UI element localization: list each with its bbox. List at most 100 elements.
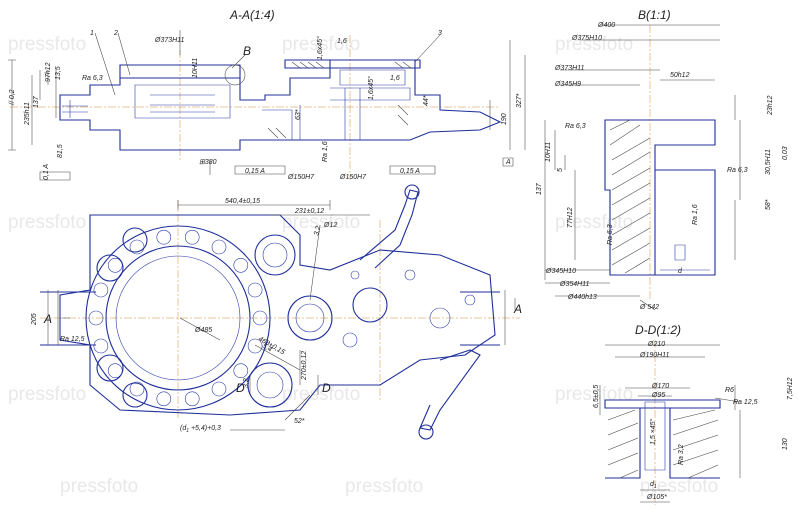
dim-52: 52* [294,418,305,425]
arm-pivot [404,184,420,200]
hole [122,382,148,408]
section-mark-d-right: D [322,381,331,395]
dim-d: d [678,268,683,275]
dim-d95: Ø95 [651,392,665,399]
dim-327: 327* [516,93,523,108]
dim-44: 44* [423,95,430,106]
snap-ring [660,244,710,271]
dim-23h12: 23h12 [767,95,774,116]
hatch [267,61,412,139]
dim-5-4: 5,4 [261,343,273,354]
gear-hole [429,307,451,329]
dim-5: 5 [557,168,564,172]
dim-r16a: 1,6 [337,38,347,45]
gear-hole [404,269,416,281]
watermark: pressfoto [345,476,423,497]
section-dd-view: Ø210 Ø190H11 6,5±0,5 Ø170 Ø95 R6 Ra 12,5… [593,340,794,505]
dim-540-4: 540,4±0,15 [225,198,260,205]
dim-30-5h11: 30,5H11 [765,149,772,175]
race-lines [150,94,215,113]
roller [184,391,200,407]
dim-58: 58* [765,199,772,210]
bearing-cap [119,64,241,78]
dim-137: 137 [536,182,543,195]
roller [184,229,200,245]
dimension-lines [544,24,741,311]
dim-chamfer-b: 1,6x45° [367,76,375,100]
dim-r16c: 1,6 [390,75,400,82]
housing-outline [59,59,502,151]
shaft-hole [287,295,333,341]
dim-r6: R6 [725,387,734,394]
inner-ring [105,245,251,391]
dim-d354h11: Ø354H11 [559,281,590,288]
dim-d1: d1 [650,481,657,490]
dim-ra12-5: Ra 12,5 [60,336,85,343]
dim-ra63: Ra 6,3 [82,75,103,82]
roller [233,363,249,379]
dim-ra63b: Ra 6,3 [727,167,748,174]
dim-d542: Ø 542 [639,304,659,311]
lower-arm [419,349,481,431]
section-title-aa: A-A(1:4) [229,8,275,22]
dim-7-5h12: 7,5H12 [787,377,794,400]
dim-235h11: 235h11 [24,102,31,126]
tol-015a: 0,15 A [245,168,265,175]
detail-b-label: B [243,44,251,58]
watermark: pressfoto [555,34,633,55]
dimension-lines [47,200,370,431]
roller [233,257,249,273]
dim-d150h7b: Ø150H7 [339,174,367,181]
dim-3-2: 3,2 [313,225,322,236]
gear-hole [350,270,360,280]
dim-d373h11: Ø373H11 [554,65,585,72]
hole [96,354,124,382]
boss-section [605,407,720,479]
bearing-boss-bore [256,371,284,399]
dim-chamfer-a: 1,6x45° [316,36,324,60]
dim-81-5: 81,5 [57,144,64,158]
watermark: pressfoto [282,212,360,233]
roller [252,310,268,326]
roller [88,310,104,326]
tol-003: 0,03 [782,146,789,160]
roller [211,239,227,255]
bearing-boss [254,234,296,276]
dim-205: 205 [31,313,38,326]
dim-d150h7a: Ø150H7 [287,174,315,181]
top-flange [284,59,421,69]
dimension-lines [8,30,526,175]
dim-d375h10: Ø375H10 [571,35,602,42]
detail-b-view: Ø400 Ø375H10 Ø373H11 Ø345H9 50h12 23h12 … [536,22,789,311]
leader-lines [179,224,321,341]
hatch [609,119,651,274]
dim-50h12: 50h12 [670,72,690,79]
tol-01a: 0,1 A [43,164,50,180]
dim-d170: Ø170 [651,383,669,390]
callout-3: 3 [438,30,442,37]
arm-pivot [418,424,434,440]
dim-97h12: 97h12 [45,62,52,82]
watermark: pressfoto [8,34,86,55]
dim-ra63a: Ra 6,3 [565,123,586,130]
dim-270: 270±0,12 [301,351,308,381]
section-title-dd: D-D(1:2) [635,323,681,337]
dim-ra16: Ra 1,6 [322,141,329,162]
tolerance-frames [39,157,514,181]
shaft-band [40,291,500,346]
tol-015b: 0,15 A [400,168,420,175]
callout-1: 1 [90,30,94,37]
shaft-stub [62,100,88,118]
dim-ra63c: Ra 6,3 [607,224,614,245]
upper-arm [359,189,419,269]
bearing-boss [247,362,293,408]
section-aa-view: 1 2 3 B Ø373H11 10H11 1,6x45° 1,6 Ra 6,3… [8,30,526,181]
roller [93,338,109,354]
roller [129,239,145,255]
dim-d440h13: Ø440h13 [567,294,597,301]
roller [93,282,109,298]
hole [122,227,148,253]
bearing-boss-bore [262,242,288,268]
